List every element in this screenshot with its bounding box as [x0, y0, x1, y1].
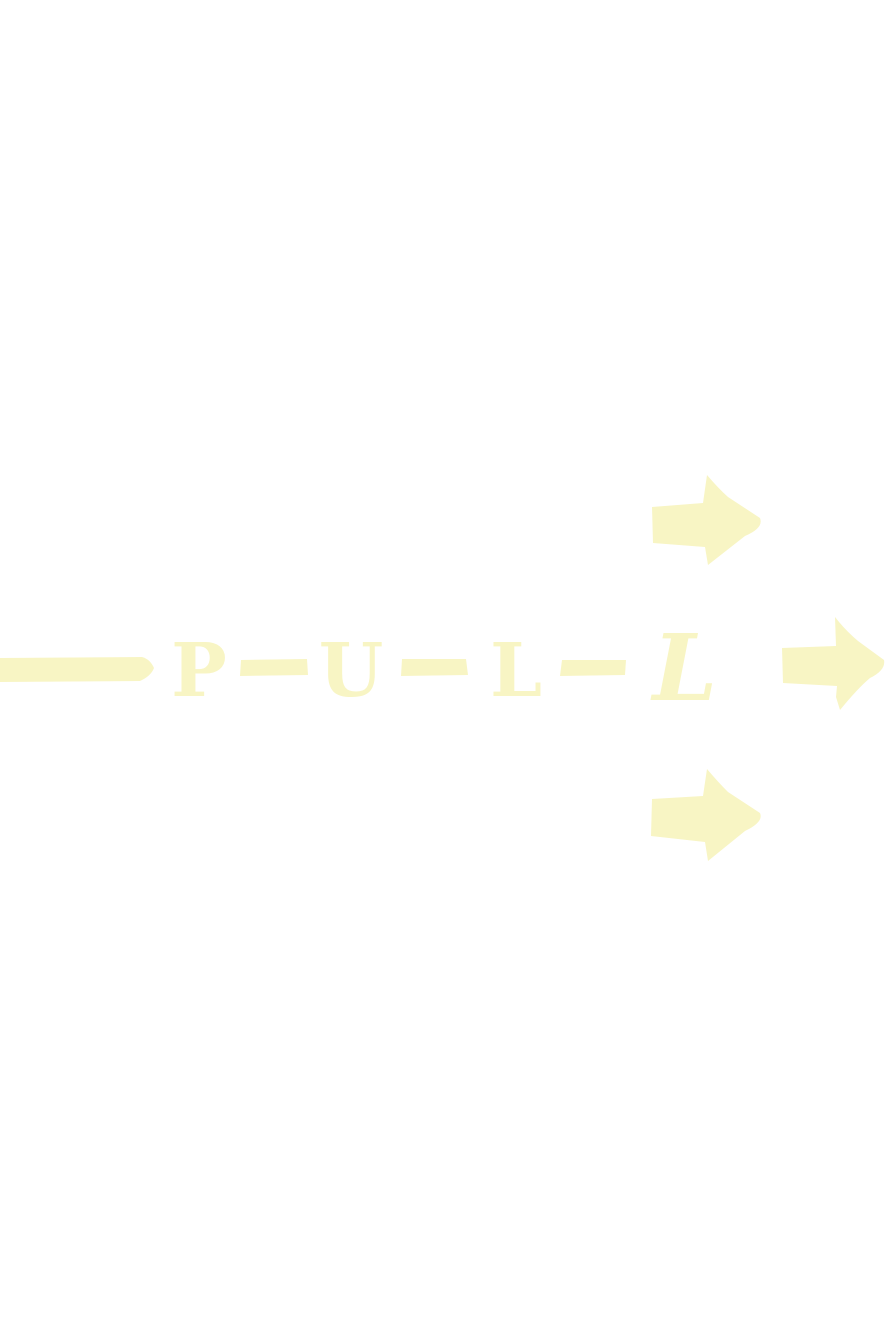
right-arrow-icon — [782, 617, 885, 710]
letter-l-stylized: L — [650, 614, 718, 722]
dash-1 — [240, 659, 308, 676]
right-arrow-icon — [651, 769, 761, 861]
dash-2 — [401, 659, 468, 676]
right-arrow-icon — [652, 475, 761, 565]
letter-u: U — [319, 628, 384, 714]
dash-3 — [560, 660, 626, 676]
pull-line — [0, 657, 154, 682]
letter-p: P — [171, 628, 227, 714]
letter-l: L — [490, 628, 542, 714]
